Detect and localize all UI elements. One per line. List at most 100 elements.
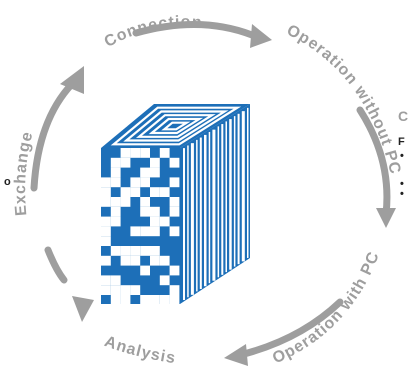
arrowhead-right bbox=[376, 208, 396, 228]
top-pattern-ring bbox=[110, 106, 242, 146]
side-pattern-bar bbox=[183, 148, 185, 301]
side-pattern-bar bbox=[204, 134, 207, 287]
front-pattern-cell bbox=[101, 216, 111, 227]
side-pattern-bar bbox=[237, 113, 240, 265]
side-pattern-bar bbox=[208, 131, 211, 284]
side-pattern-bar bbox=[196, 139, 198, 292]
front-pattern-cell bbox=[110, 285, 121, 295]
edge-fragment-right-letter: C bbox=[398, 108, 409, 124]
front-pattern-cell bbox=[130, 177, 141, 188]
edge-fragment-right-sub: F bbox=[398, 136, 405, 148]
front-pattern-cell bbox=[169, 157, 180, 168]
front-pattern-cell bbox=[101, 255, 111, 266]
arrowhead-bottom-right bbox=[224, 344, 248, 366]
cycle-ring bbox=[30, 20, 391, 359]
top-pattern-ring bbox=[123, 110, 229, 142]
bullet-3: • bbox=[400, 188, 404, 200]
front-pattern-cell bbox=[120, 295, 131, 304]
front-pattern-cell bbox=[110, 246, 121, 256]
front-pattern-cell bbox=[150, 216, 160, 227]
front-pattern-cell bbox=[110, 197, 121, 207]
front-pattern-cell bbox=[169, 295, 180, 304]
front-pattern-cell bbox=[101, 285, 111, 295]
front-pattern-cell bbox=[101, 197, 111, 207]
arrowhead-bottom-left bbox=[72, 296, 94, 322]
front-pattern-cell bbox=[159, 216, 170, 227]
front-pattern-cell bbox=[159, 148, 170, 158]
front-pattern-cell bbox=[140, 197, 150, 207]
arrowhead-left bbox=[60, 66, 84, 94]
front-pattern-cell bbox=[120, 197, 131, 207]
side-pattern-bar bbox=[199, 137, 202, 289]
edge-fragment-left-letter: o bbox=[4, 176, 11, 188]
front-pattern-cell bbox=[110, 295, 121, 304]
front-pattern-cell bbox=[159, 275, 170, 286]
data-matrix-cube-icon bbox=[101, 104, 250, 304]
bullet-2: • bbox=[400, 178, 404, 190]
front-pattern-cell bbox=[140, 148, 150, 158]
ring-arc-left bbox=[30, 80, 76, 192]
top-pattern-ring bbox=[135, 114, 216, 138]
front-pattern-cell bbox=[130, 148, 141, 158]
side-pattern-bar bbox=[247, 107, 249, 258]
ring-arc-right bbox=[356, 106, 391, 218]
cube-front-pattern bbox=[101, 148, 180, 304]
front-pattern-cell bbox=[110, 167, 121, 178]
front-pattern-cell bbox=[169, 285, 180, 295]
front-pattern-cell bbox=[130, 246, 141, 256]
front-pattern-cell bbox=[101, 226, 111, 237]
front-pattern-cell bbox=[150, 206, 160, 217]
cube-side-pattern bbox=[183, 107, 249, 301]
top-pattern-ring bbox=[161, 121, 191, 131]
side-pattern-bar bbox=[187, 145, 189, 298]
front-pattern-cell bbox=[159, 255, 170, 266]
front-pattern-cell bbox=[169, 265, 180, 276]
front-pattern-cell bbox=[110, 157, 121, 168]
front-pattern-cell bbox=[110, 177, 121, 188]
arrowhead-top bbox=[250, 24, 272, 48]
front-pattern-cell bbox=[130, 187, 141, 197]
front-pattern-cell bbox=[120, 255, 131, 266]
ring-arc-top bbox=[132, 20, 256, 39]
front-pattern-cell bbox=[150, 157, 160, 168]
front-pattern-cell bbox=[140, 206, 150, 217]
front-pattern-cell bbox=[120, 246, 131, 256]
side-pattern-bar bbox=[217, 126, 220, 278]
front-pattern-cell bbox=[159, 187, 170, 197]
front-pattern-cell bbox=[150, 187, 160, 197]
front-pattern-cell bbox=[169, 197, 180, 207]
label-operation-with-pc: Operation with PC bbox=[270, 249, 383, 367]
front-pattern-cell bbox=[120, 187, 131, 197]
ring-arc-bottom-right bbox=[236, 298, 344, 359]
top-pattern-ring bbox=[148, 117, 204, 135]
front-pattern-cell bbox=[140, 167, 150, 178]
front-pattern-cell bbox=[159, 295, 170, 304]
front-pattern-cell bbox=[130, 255, 141, 266]
side-pattern-bar bbox=[225, 121, 227, 273]
front-pattern-cell bbox=[150, 255, 160, 266]
side-pattern-bar bbox=[229, 119, 232, 270]
label-operation-without-pc: Operation without PC bbox=[284, 22, 404, 177]
cube-top-pattern bbox=[110, 106, 242, 146]
front-pattern-cell bbox=[140, 177, 150, 188]
front-pattern-cell bbox=[120, 285, 131, 295]
front-pattern-cell bbox=[140, 265, 150, 276]
front-pattern-cell bbox=[130, 226, 141, 237]
front-pattern-cell bbox=[110, 206, 121, 217]
front-pattern-cell bbox=[110, 216, 121, 227]
bullet-1: • bbox=[400, 150, 404, 162]
front-pattern-cell bbox=[101, 187, 111, 197]
side-pattern-bar bbox=[190, 143, 194, 295]
front-pattern-cell bbox=[140, 295, 150, 304]
front-pattern-cell bbox=[110, 275, 121, 286]
front-pattern-cell bbox=[150, 167, 160, 178]
front-pattern-cell bbox=[169, 226, 180, 237]
label-connection: Connection bbox=[102, 14, 204, 51]
front-pattern-cell bbox=[101, 236, 111, 246]
side-pattern-bar bbox=[241, 111, 245, 262]
side-pattern-bar bbox=[212, 129, 216, 281]
front-pattern-cell bbox=[130, 285, 141, 295]
front-pattern-cell bbox=[101, 275, 111, 286]
